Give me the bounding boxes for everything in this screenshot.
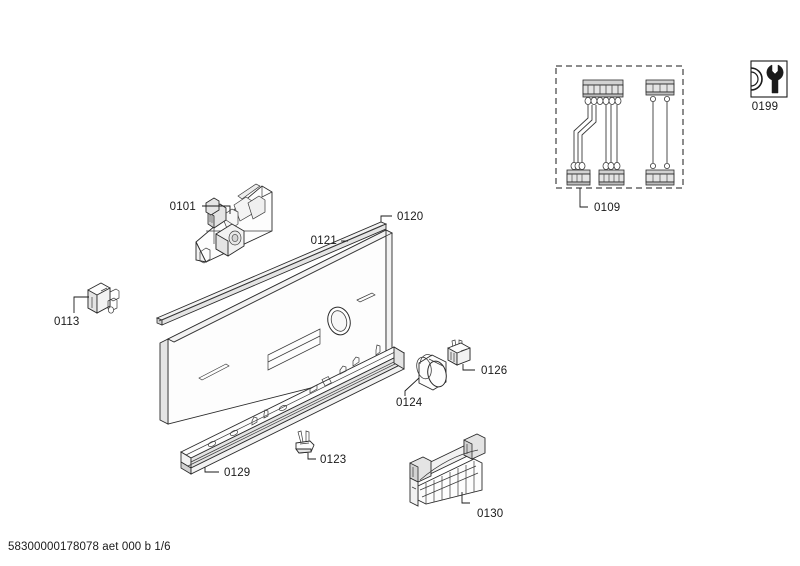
led-window [356, 292, 376, 303]
harness-ferrules-top [584, 97, 622, 106]
connector-top-6pin [582, 79, 624, 98]
connector-bottom-center [598, 169, 625, 186]
display-window [267, 328, 321, 371]
connector-right-bottom [645, 169, 675, 186]
connector-bottom-left [566, 169, 591, 186]
connector-right-top [645, 79, 675, 96]
callout-label-0121: 0121 [311, 235, 337, 247]
leader-0130 [461, 492, 470, 504]
wiring-harness-assembly [566, 79, 675, 186]
knob-bezel [327, 306, 351, 336]
lower-control-rail [180, 344, 405, 475]
leader-0129 [204, 467, 219, 473]
callout-label-0129: 0129 [224, 467, 250, 479]
leader-0120 [380, 215, 392, 222]
callout-label-0101: 0101 [170, 201, 196, 213]
callout-label-0124: 0124 [396, 397, 423, 409]
callout-label-0123: 0123 [320, 454, 346, 466]
connector-block [87, 282, 120, 314]
callout-label-0120: 0120 [397, 211, 423, 223]
knob-clip [447, 339, 471, 366]
harness-group-box [555, 65, 684, 189]
side-indent [198, 363, 230, 381]
leader-0109 [579, 188, 588, 208]
bracket-tab-right [463, 433, 486, 460]
mounting-bracket [409, 433, 486, 507]
pcb-capacitor [205, 197, 220, 216]
retaining-clip [295, 430, 315, 454]
front-fascia-panel [155, 221, 394, 425]
callout-label-0199: 0199 [752, 101, 778, 113]
bracket-tab-left [409, 456, 432, 483]
top-trim-strip [155, 221, 388, 326]
leader-0113 [73, 296, 89, 313]
footer-document-code: 58300000178078 aet 000 b 1/6 [8, 541, 171, 553]
leader-0124 [404, 377, 420, 396]
callout-label-0130: 0130 [477, 508, 503, 520]
leader-0123 [307, 453, 316, 460]
leader-0101 [202, 205, 231, 214]
callout-label-0109: 0109 [594, 202, 620, 214]
callout-label-0113: 0113 [54, 316, 80, 328]
rotary-knob [416, 354, 447, 391]
leader-0126 [462, 364, 475, 371]
control-module-pcb [195, 183, 273, 264]
callout-label-0126: 0126 [481, 365, 507, 377]
service-tool-icon [750, 60, 788, 98]
